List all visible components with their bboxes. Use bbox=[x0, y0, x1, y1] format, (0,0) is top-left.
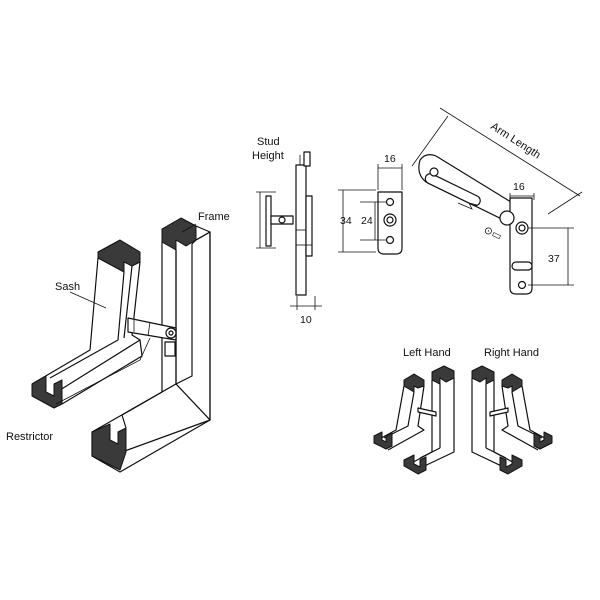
frame-section bbox=[91, 217, 211, 473]
plate-width-dim: 16 bbox=[384, 153, 396, 165]
restrictor-arm-large bbox=[127, 317, 177, 357]
left-hand-illustration bbox=[373, 365, 455, 475]
stud-height-label-line2: Height bbox=[252, 150, 284, 162]
frame-leader bbox=[181, 223, 197, 233]
sash-section bbox=[31, 239, 143, 409]
restrictor-leader bbox=[55, 337, 151, 405]
frame-label: Frame bbox=[198, 211, 230, 223]
sash-label: Sash bbox=[55, 281, 80, 293]
stud-height-label-line1: Stud bbox=[257, 136, 280, 148]
restrictor-label: Restrictor bbox=[6, 431, 53, 443]
stud-side-view: Stud Height 10 bbox=[252, 136, 322, 326]
arm-mark: ⊙▭ bbox=[482, 224, 504, 243]
plate-front-view: 16 34 24 bbox=[338, 153, 403, 255]
sash-leader bbox=[69, 291, 107, 309]
left-hand-label: Left Hand bbox=[403, 347, 451, 359]
plate-hole-dim: 24 bbox=[361, 215, 373, 227]
arm-hole-dim: 37 bbox=[548, 253, 560, 265]
right-hand-label: Right Hand bbox=[484, 347, 539, 359]
right-hand-illustration bbox=[471, 365, 553, 475]
arm-plate-width-dim: 16 bbox=[513, 181, 525, 193]
stud-width-dim: 10 bbox=[300, 314, 312, 326]
plate-outer-dim: 34 bbox=[340, 215, 352, 227]
arm-view: Arm Length ⊙▭ 16 37 bbox=[411, 107, 583, 295]
